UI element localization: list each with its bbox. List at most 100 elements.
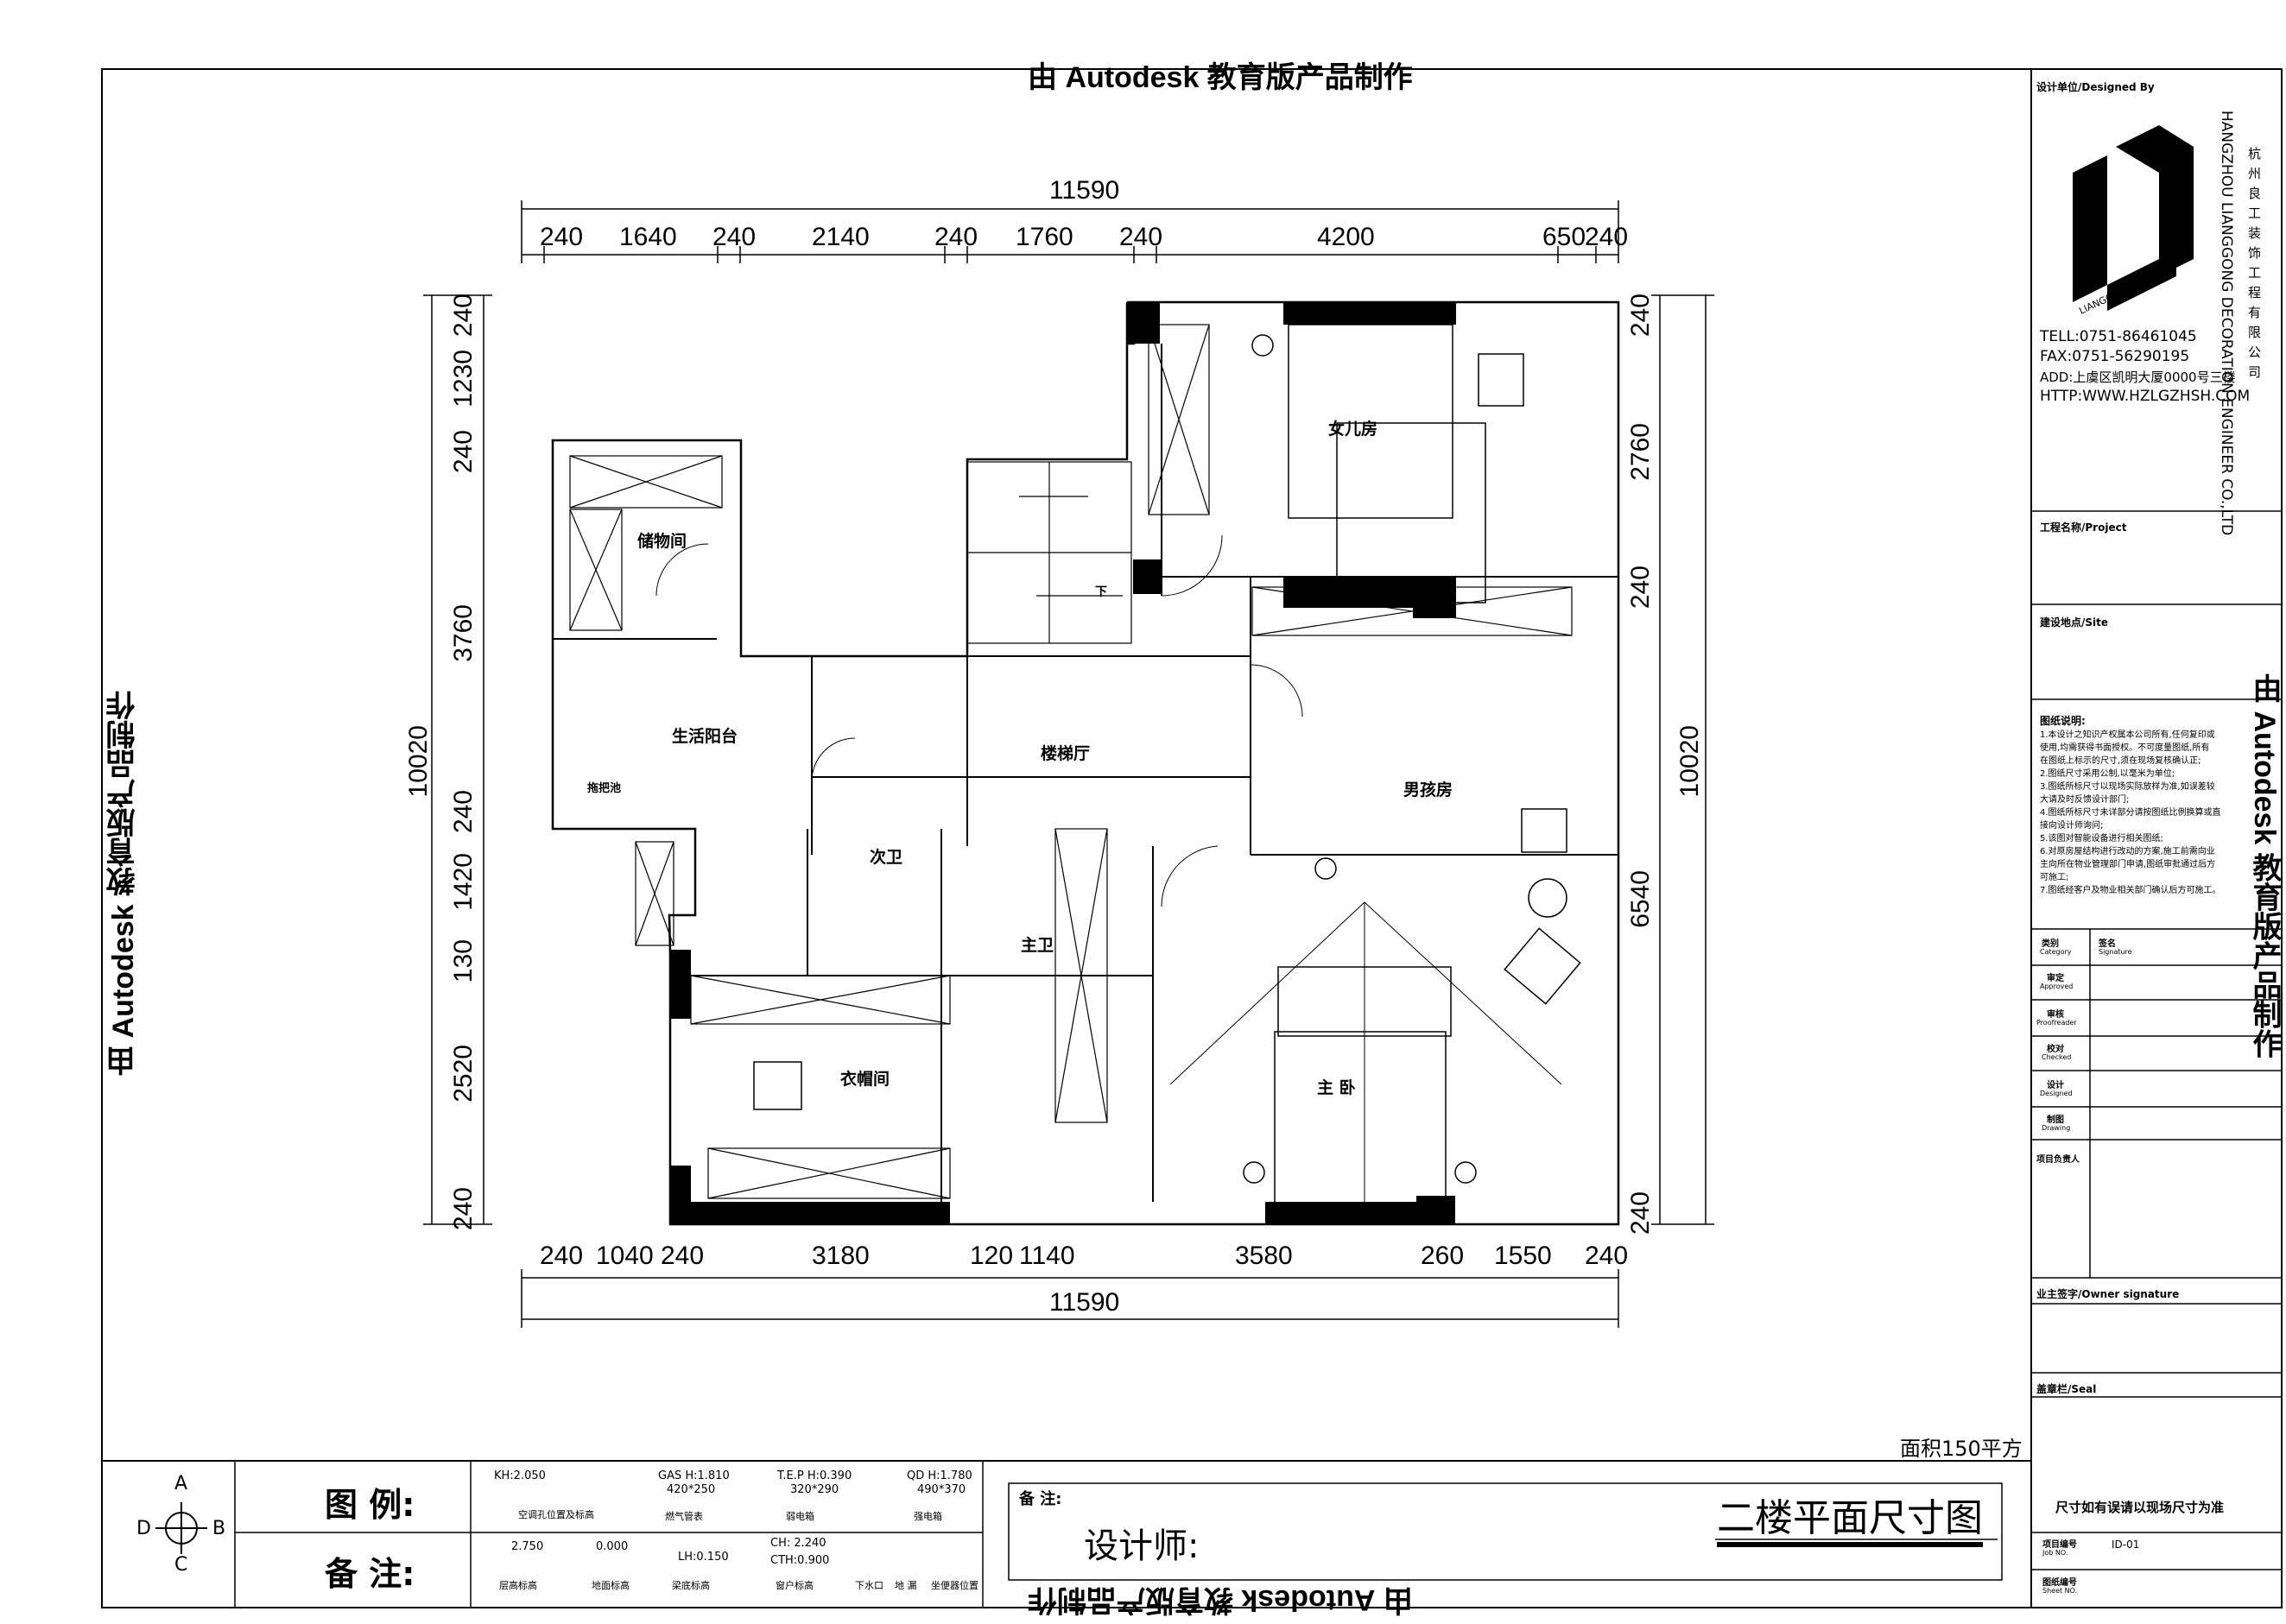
- category-label-en: Category: [2040, 948, 2072, 956]
- note-line: 4.图纸所标尺寸未详部分请按图纸比例换算或直: [2040, 808, 2221, 818]
- dim-top-seg: 240: [1585, 223, 1629, 251]
- title-block-lines: [2031, 510, 2282, 1570]
- dim-left-seg: 240: [449, 430, 478, 474]
- designer-label: 设计师:: [1084, 1526, 1200, 1566]
- dim-bottom-seg: 260: [1421, 1242, 1465, 1270]
- left-dimension-lines: [423, 294, 492, 1225]
- legend-item-desc: 空调孔位置及标高: [518, 1509, 594, 1520]
- room-label-mop-sink: 拖把池: [587, 782, 622, 795]
- owner-signature-label: 业主签字/Owner signature: [2036, 1288, 2180, 1300]
- legend-item-sub: 320*290: [790, 1483, 839, 1496]
- legend-item-desc: 窗户标高: [776, 1580, 814, 1591]
- dim-right-seg: 240: [1626, 566, 1655, 610]
- note-line: 7.图纸经客户及物业相关部门确认后方可施工。: [2040, 886, 2221, 895]
- stair-down-label: 下: [1095, 585, 1107, 599]
- row-proofreader: 审核: [2047, 1010, 2064, 1020]
- drawing-frame: [101, 68, 2283, 1608]
- bed-outlines: [1274, 324, 1486, 1205]
- note-line: 在图纸上标示的尺寸,须在现场复核确认正;: [2040, 756, 2201, 766]
- company-address: ADD:上虞区凯明大厦0000号三楼: [2040, 370, 2236, 385]
- interior-walls: [553, 344, 1618, 1202]
- note-line: 3.图纸所标尺寸以现场实际放样为准,如误差较: [2040, 782, 2215, 792]
- legend-item-code: 2.750: [511, 1540, 544, 1553]
- designer-unit-label: 设计单位/Designed By: [2036, 81, 2155, 93]
- room-label-daughter: 女儿房: [1328, 420, 1378, 439]
- dim-left-seg: 240: [449, 294, 478, 338]
- lamp-symbols: [1243, 334, 1477, 1184]
- ceiling-lines: [1169, 901, 1562, 1202]
- watermark-right: 由 Autodesk 教育版产品制作: [2248, 673, 2281, 1058]
- legend-item-sub: 420*250: [667, 1483, 716, 1496]
- dim-top-seg: 650: [1542, 223, 1586, 251]
- compass-s: C: [174, 1554, 188, 1576]
- dim-right-total: 10020: [1675, 725, 1704, 798]
- site-label: 建设地点/Site: [2040, 616, 2109, 629]
- row-designed: 设计: [2047, 1081, 2064, 1090]
- company-logo-mark: [2073, 125, 2194, 311]
- category-label: 类别: [2042, 939, 2059, 949]
- dim-top-seg: 240: [1119, 223, 1163, 251]
- note-line: 1.本设计之知识产权属本公司所有,任何复印或: [2040, 730, 2215, 740]
- room-label-balcony: 生活阳台: [672, 727, 738, 746]
- dim-bottom-seg: 240: [661, 1242, 705, 1270]
- room-label-boy: 男孩房: [1403, 780, 1453, 799]
- note-line: 可施工;: [2040, 873, 2069, 882]
- dim-left-seg: 240: [449, 1187, 478, 1231]
- bottom-dimension-lines: [521, 1269, 1619, 1328]
- right-dimension-lines: [1651, 294, 1714, 1225]
- dim-bottom-seg: 1140: [1019, 1242, 1075, 1270]
- legend-label: 图 例:: [325, 1486, 415, 1524]
- legend-item-desc: 地面标高: [592, 1580, 630, 1591]
- drawing-title: 二楼平面尺寸图: [1717, 1487, 1983, 1547]
- sheet-no-label-en: Sheet NO.: [2042, 1587, 2078, 1595]
- legend-item-desc: 弱电箱: [786, 1511, 814, 1522]
- row-approved-en: Approved: [2040, 983, 2074, 990]
- area-text: 面积150平方: [1900, 1437, 2023, 1461]
- dim-right-seg: 240: [1626, 294, 1655, 338]
- dim-bottom-total: 11590: [1049, 1288, 1120, 1317]
- dim-bottom-seg: 3580: [1235, 1242, 1293, 1270]
- legend-item-code: T.E.P H:0.390: [777, 1469, 852, 1482]
- notes-list: 1.本设计之知识产权属本公司所有,任何复印或 使用,均需获得书面授权。不可度量图…: [2040, 727, 2264, 895]
- job-no-label-en: Job NO.: [2042, 1549, 2068, 1557]
- legend-item-desc: 地 漏: [895, 1580, 917, 1591]
- dim-right-seg: 6540: [1626, 870, 1655, 928]
- remark-label: 备 注:: [1019, 1490, 1062, 1508]
- legend-item-desc: 燃气管表: [665, 1511, 703, 1522]
- watermark-bottom: 由 Autodesk 教育版产品制作: [1028, 1583, 1413, 1616]
- company-name-en: HANGZHOU LIANGGONG DECORATION ENGINEER C…: [2218, 111, 2235, 536]
- stair-lines: [966, 461, 1132, 644]
- legend-item-code: KH:2.050: [494, 1469, 546, 1482]
- legend-item-desc: 层高标高: [499, 1580, 537, 1591]
- project-label: 工程名称/Project: [2040, 521, 2127, 534]
- row-approved: 审定: [2047, 974, 2064, 983]
- row-checked-en: Checked: [2042, 1053, 2072, 1061]
- company-name-cn: 杭州良工装饰工程有限公司: [2246, 147, 2262, 385]
- dim-top-seg: 240: [712, 223, 757, 251]
- size-note: 尺寸如有误请以现场尺寸为准: [2055, 1500, 2225, 1515]
- legend-item-code: CH: 2.240: [770, 1537, 826, 1550]
- legend-item-sub: CTH:0.900: [770, 1554, 830, 1567]
- solid-walls: [670, 302, 1456, 1224]
- company-website: HTTP:WWW.HZLGZHSH.COM: [2040, 388, 2251, 405]
- company-fax: FAX:0751-56290195: [2040, 348, 2190, 365]
- dim-bottom-seg: 240: [1585, 1242, 1629, 1270]
- legend-item-code: GAS H:1.810: [658, 1469, 730, 1482]
- dim-left-seg: 240: [449, 790, 478, 834]
- legend-item-desc: 坐便器位置: [931, 1580, 978, 1591]
- dim-right-seg: 2760: [1626, 423, 1655, 481]
- dim-left-seg: 3760: [449, 604, 478, 662]
- dim-left-seg: 2520: [449, 1045, 478, 1103]
- legend-item-desc: 梁底标高: [672, 1580, 710, 1591]
- room-label-stair-hall: 楼梯厅: [1041, 744, 1091, 763]
- compass-n: A: [174, 1473, 188, 1494]
- dim-right-seg: 240: [1626, 1191, 1655, 1235]
- signature-label: 签名: [2099, 939, 2116, 949]
- dim-top-seg: 240: [934, 223, 978, 251]
- dim-left-seg: 1420: [449, 853, 478, 911]
- note-line: 大请及时反馈设计部门;: [2040, 795, 2130, 805]
- dim-top-seg: 1640: [619, 223, 677, 251]
- cabinet-marks: [569, 324, 1573, 1199]
- note-line: 2.图纸尺寸采用公制,以毫米为单位;: [2040, 769, 2175, 779]
- legend-item-code: 0.000: [596, 1540, 629, 1553]
